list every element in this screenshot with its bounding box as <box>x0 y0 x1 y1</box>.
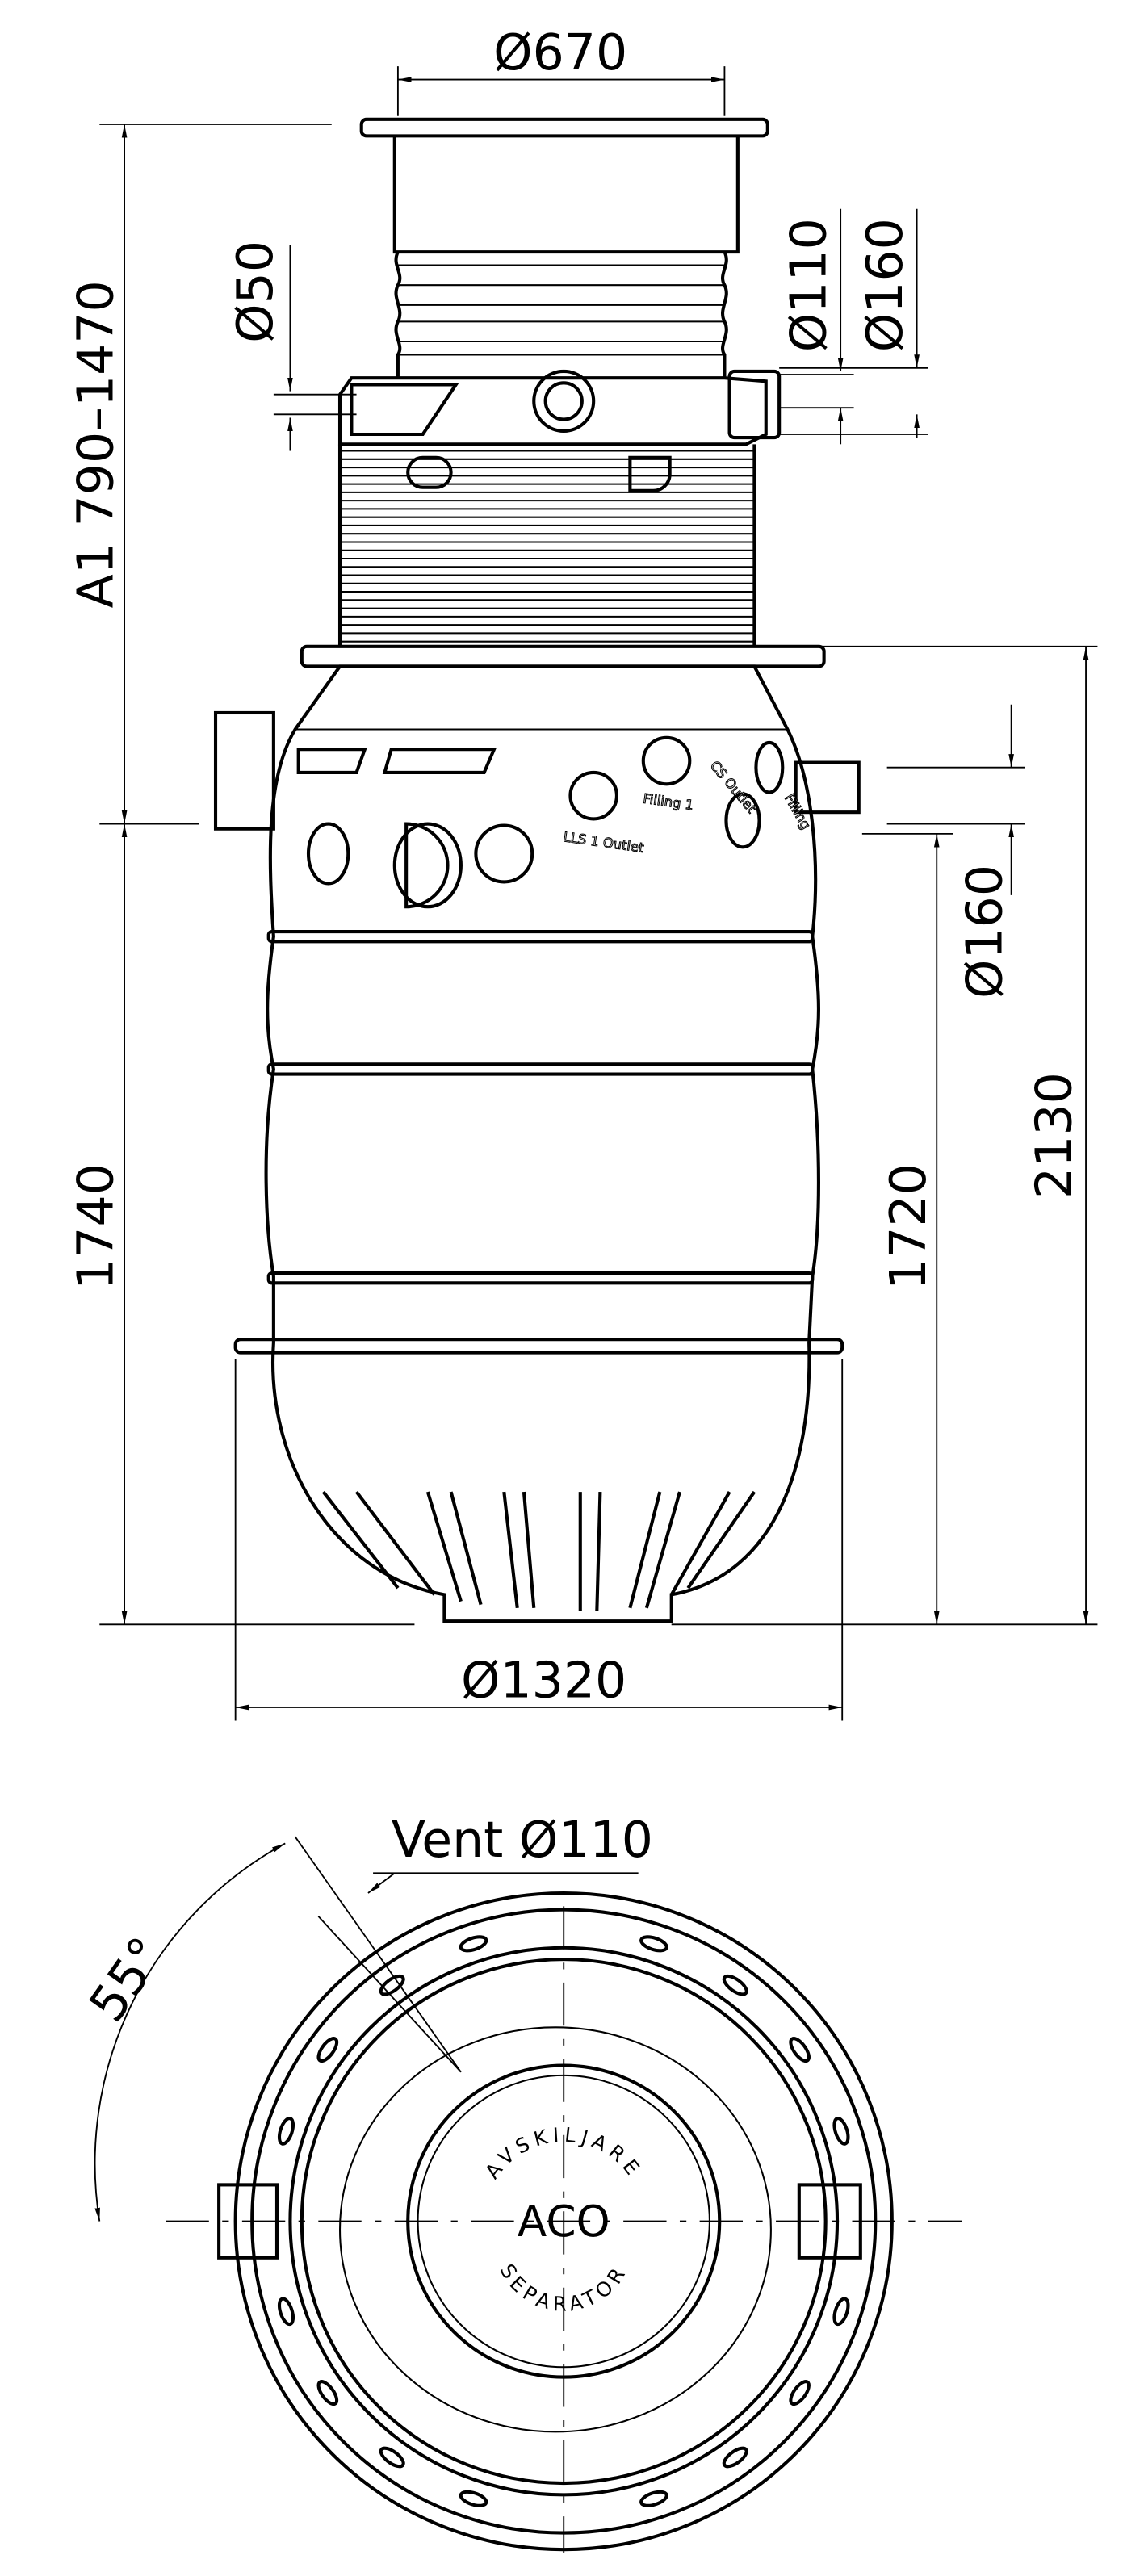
rib-3 <box>266 1271 815 1285</box>
ring-slot <box>277 2117 295 2146</box>
small-inlet-port <box>350 383 459 437</box>
ring-slot <box>459 1935 488 1953</box>
ring-slot <box>379 2446 405 2469</box>
lls-outlet-label: LLS 1 Outlet <box>563 829 646 856</box>
body-port-3 <box>474 823 534 884</box>
cs-outlet-label: CS Outlet <box>707 758 760 816</box>
cover-rim <box>359 117 769 138</box>
filling-1-port <box>641 735 692 786</box>
ring-slot <box>639 2490 668 2507</box>
dim-angle: 55° <box>78 1927 177 2033</box>
ring-3 <box>288 1946 840 2497</box>
dimensions: Ø670 A1 790–1470 1740 Ø50 Ø110 Ø160 2130… <box>67 23 1098 1721</box>
body-port-2 <box>404 822 450 909</box>
riser-port-left <box>406 455 453 489</box>
ring-slot <box>316 2037 339 2063</box>
dim-small-pipe: Ø50 <box>226 241 284 343</box>
plan-outlet-pipe <box>797 2183 862 2260</box>
elevation-view: LLS 1 Outlet Filling 1 CS Outlet Filling <box>213 117 861 1623</box>
cone-section <box>337 376 768 446</box>
dim-inlet-160: Ø160 <box>955 865 1013 999</box>
body-port-1 <box>306 822 350 886</box>
ring-4 <box>300 1958 828 2486</box>
body-slot-2 <box>382 748 497 774</box>
manhole-cover-inner <box>417 2074 710 2369</box>
dim-height-1740: 1740 <box>67 1163 125 1290</box>
bottom-fins <box>321 1490 756 1611</box>
ring-slot <box>277 2297 295 2327</box>
vent-port <box>532 369 596 433</box>
extension-shaft <box>394 251 728 379</box>
inner-shaft-ring <box>338 2026 772 2433</box>
ring-slot <box>639 1935 668 1953</box>
dim-top-diameter: Ø670 <box>493 23 627 82</box>
ring-slot <box>459 2490 488 2507</box>
dim-outlet-110: Ø110 <box>780 218 838 352</box>
ring-2 <box>250 1908 878 2535</box>
filling-port <box>754 740 785 794</box>
filling-1-label: Filling 1 <box>642 791 694 814</box>
base-flange <box>233 1338 844 1355</box>
rib-1 <box>266 929 815 944</box>
aco-logo: ACO <box>518 2196 610 2247</box>
ring-slot <box>789 2380 811 2406</box>
riser-flange <box>300 644 826 668</box>
dim-outlet-160-top: Ø160 <box>856 218 914 352</box>
dim-base-diameter: Ø1320 <box>461 1652 626 1710</box>
plan-view: Vent Ø110 55° AVSKILJARE ACO SEPARATOR <box>78 1811 962 2553</box>
dim-vent: Vent Ø110 <box>392 1811 653 1869</box>
ring-slot <box>722 2446 748 2469</box>
tank-body <box>264 664 820 1623</box>
ring-slot <box>789 2037 811 2063</box>
outlet-110-pipe <box>727 369 782 440</box>
ring-slot <box>379 1974 405 1996</box>
riser-port-right <box>628 455 672 492</box>
manhole-cover <box>406 2063 722 2379</box>
dim-height-2130: 2130 <box>1025 1072 1083 1199</box>
cs-outlet-port <box>724 792 761 849</box>
ring-slots <box>277 1935 850 2507</box>
body-port-2-rim <box>392 822 463 909</box>
lls-outlet-port <box>568 770 618 821</box>
corrugated-riser <box>337 444 756 647</box>
inlet-pipe-left <box>213 710 275 831</box>
vent-port-inner <box>543 381 584 421</box>
dim-height-a1: A1 790–1470 <box>67 280 125 608</box>
ring-slot <box>722 1974 748 1996</box>
outlet-pipe-right <box>794 760 861 815</box>
dim-height-1720: 1720 <box>879 1163 937 1290</box>
ring-slot <box>832 2117 850 2146</box>
body-slot-1 <box>296 748 367 774</box>
cover-cup <box>392 136 740 254</box>
ring-slot <box>832 2297 850 2327</box>
ring-slot <box>316 2380 339 2406</box>
rib-2 <box>266 1062 815 1076</box>
outer-ring <box>233 1891 894 2552</box>
